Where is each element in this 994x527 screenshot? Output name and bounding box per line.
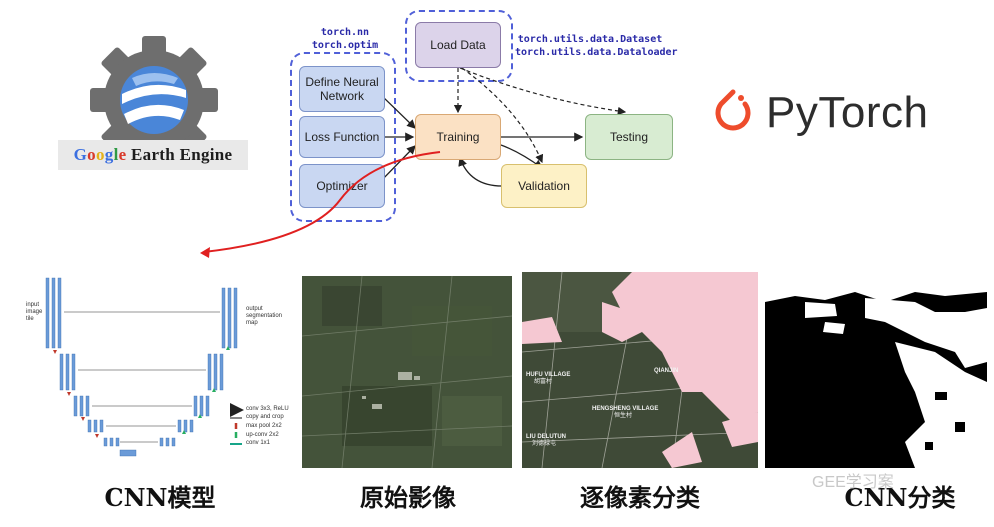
node-loss-function: Loss Function — [299, 116, 385, 158]
unet-legend-swatches — [230, 403, 244, 445]
pixel-classification-map: HUFU VILLAGE 胡富村 QIANJIN HENGSHENG VILLA… — [522, 272, 758, 468]
legend-copy-crop: copy and crop — [246, 414, 284, 420]
map-label-hufu-zh: 胡富村 — [534, 377, 552, 385]
raw-satellite-image — [302, 276, 512, 468]
node-optimizer: Optimizer — [299, 164, 385, 208]
unet-architecture — [45, 277, 244, 457]
legend-max-pool: max pool 2x2 — [246, 423, 282, 429]
legend-conv-1x1: conv 1x1 — [246, 440, 271, 446]
pytorch-flame-icon — [715, 89, 751, 131]
caption-raw-image: 原始影像 — [360, 483, 456, 512]
legend-up-conv: up-conv 2x2 — [246, 432, 279, 438]
watermark: GEE学习案 — [812, 474, 894, 491]
node-load-data: Load Data — [415, 22, 501, 68]
node-validation: Validation — [501, 164, 587, 208]
map-label-qianjin: QIANJIN — [654, 368, 678, 374]
caption-pixel-classification: 逐像素分类 — [580, 483, 700, 512]
map-label-hengsheng-zh: 恒生村 — [614, 411, 632, 419]
node-testing: Testing — [585, 114, 673, 160]
pytorch-wordmark: PyTorch — [766, 88, 929, 137]
cnn-classification-mask — [765, 272, 987, 468]
map-label-hengsheng: HENGSHENG VILLAGE — [592, 406, 658, 412]
node-training: Training — [415, 114, 501, 160]
globe-icon — [120, 66, 188, 134]
red-pointer-arrow — [200, 151, 441, 258]
legend-conv: conv 3x3, ReLU — [246, 406, 289, 412]
workflow-arrows — [379, 67, 627, 187]
data-group — [405, 10, 513, 82]
map-label-liudelutun-zh: 刘德禄屯 — [532, 439, 556, 447]
caption-cnn-model: CNN模型 — [104, 483, 216, 512]
map-label-liudelutun: LIU DELUTUN — [526, 434, 566, 440]
node-define-network: Define Neural Network — [299, 66, 385, 112]
caption-cnn-classification: CNN分类 — [844, 483, 956, 512]
map-label-hufu: HUFU VILLAGE — [526, 372, 570, 378]
